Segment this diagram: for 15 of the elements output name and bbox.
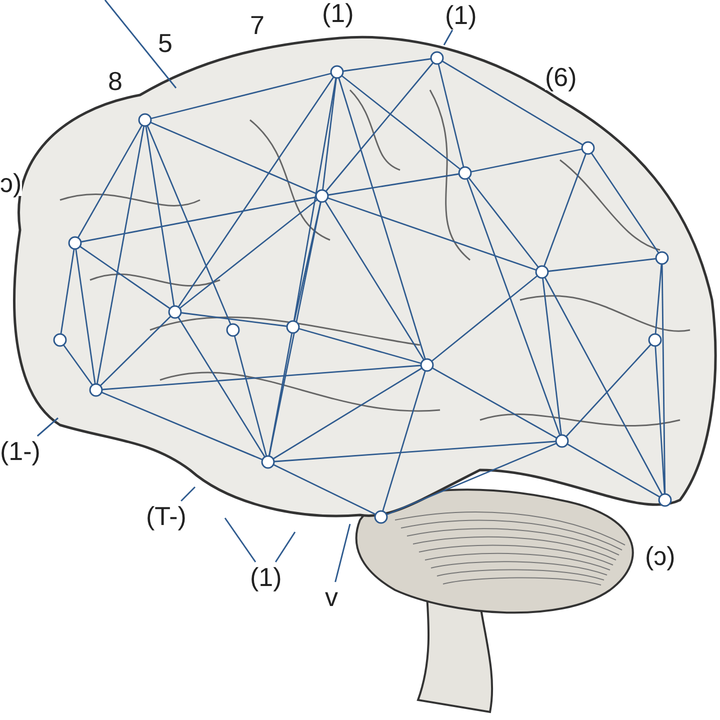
callout-label: (1) <box>250 564 282 590</box>
callout-label: (1-) <box>0 438 40 464</box>
callout-label: (1) <box>445 2 477 28</box>
leader-line <box>274 532 296 562</box>
leader-line <box>334 524 351 582</box>
leader-line <box>443 30 454 46</box>
callout-label: v <box>325 584 338 610</box>
callout-number: (6) <box>545 64 577 90</box>
callout-number: ɔ) <box>0 170 22 196</box>
leader-line <box>180 486 196 502</box>
leader-line <box>224 518 256 562</box>
callout-number: (1) <box>322 0 354 26</box>
leader-line <box>36 417 58 437</box>
callout-label: (T-) <box>146 503 186 529</box>
callout-number: (ɔ) <box>645 543 676 569</box>
